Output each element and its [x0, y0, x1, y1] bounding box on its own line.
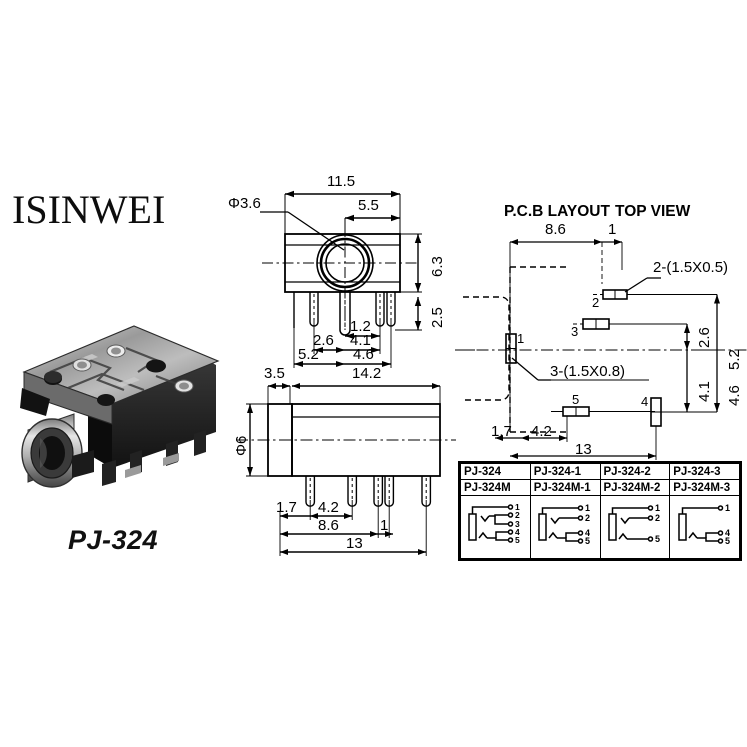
table-cell-model-0-1: PJ-324-1 — [529, 462, 601, 481]
dim-pcb-4-1: 4.1 — [696, 381, 713, 402]
dim-pcb-8-6: 8.6 — [545, 221, 566, 238]
front-view-drawing: 11.5 5.5 Φ3.6 6.3 2.5 1.2 2.6 4.1 5.2 4.… — [228, 174, 462, 370]
dim-side-span-8-6: 8.6 — [318, 517, 339, 534]
table-cell-model-1-1: PJ-324M-1 — [529, 479, 601, 497]
pad-number-2: 2 — [592, 295, 600, 310]
dim-front-hole-offset: 5.5 — [358, 197, 379, 214]
svg-text:3: 3 — [515, 519, 520, 529]
table-row-schematics: 1 2 3 4 5 — [460, 495, 740, 559]
table-cell-model-1-3: PJ-324M-3 — [669, 479, 740, 497]
pad-number-1: 1 — [517, 331, 525, 346]
dim-side-barrel-diameter: Φ6 — [233, 435, 250, 456]
svg-text:5: 5 — [515, 535, 520, 545]
dim-side-barrel-length: 3.5 — [264, 365, 285, 382]
dim-pcb-13: 13 — [575, 441, 592, 458]
pad-number-5: 5 — [572, 392, 580, 407]
table-cell-model-0-3: PJ-324-3 — [669, 462, 740, 481]
top-view-title: TOP VIEW — [615, 203, 691, 220]
svg-text:1: 1 — [585, 503, 590, 513]
product-photo — [6, 248, 228, 500]
svg-text:5: 5 — [585, 536, 590, 546]
dim-front-overall-width: 11.5 — [327, 173, 356, 190]
pcb-layout-title: P.C.B LAYOUT — [504, 203, 610, 220]
svg-text:2: 2 — [655, 513, 660, 523]
table-cell-model-1-2: PJ-324M-2 — [599, 479, 671, 497]
dim-pcb-2-6: 2.6 — [696, 327, 713, 348]
svg-text:4: 4 — [725, 528, 730, 538]
schematic-cell-pj324-3: 1 4 5 — [669, 495, 740, 559]
side-view-drawing: 3.5 14.2 Φ6 1.7 4.2 8.6 1 13 — [222, 366, 462, 562]
schematic-cell-pj324: 1 2 3 4 5 — [460, 495, 531, 559]
dim-side-pin-offset: 1.7 — [276, 499, 297, 516]
dim-pcb-1: 1 — [608, 221, 617, 238]
part-number-label: PJ-324 — [68, 525, 159, 555]
svg-text:2: 2 — [585, 513, 590, 523]
svg-text:5: 5 — [655, 534, 660, 544]
brand-logo-text: ISINWEI — [12, 187, 166, 232]
table-cell-model-1-0: PJ-324M — [460, 479, 531, 497]
dim-front-pin-2-6: 2.6 — [313, 332, 334, 349]
schematic-cell-pj324-2: 1 2 5 — [599, 495, 671, 559]
callout-pad-2: 2-(1.5X0.5) — [653, 259, 729, 276]
pcb-layout-drawing: 8.6 1 2-(1.5X0.5) 3-(1.5X0.8) 5.2 2.6 4.… — [455, 222, 747, 462]
table-row-model-row2: PJ-324M PJ-324M-1 PJ-324M-2 PJ-324M-3 — [460, 479, 740, 497]
dim-front-pin-5-2: 5.2 — [298, 346, 319, 363]
dim-pcb-1-7: 1.7 — [491, 423, 512, 440]
dim-front-body-height: 6.3 — [429, 256, 446, 277]
dim-front-pin-gap-1-2: 1.2 — [350, 318, 371, 335]
dim-front-pin-4-1: 4.1 — [350, 332, 371, 349]
svg-text:1: 1 — [515, 502, 520, 512]
svg-text:4: 4 — [515, 527, 520, 537]
pad-number-4: 4 — [641, 394, 649, 409]
dim-pcb-4-2: 4.2 — [531, 423, 552, 440]
callout-pad-3: 3-(1.5X0.8) — [550, 363, 626, 380]
svg-text:5: 5 — [725, 536, 730, 546]
table-cell-model-0-0: PJ-324 — [460, 462, 531, 481]
dim-side-pin-pitch: 4.2 — [318, 499, 339, 516]
dim-front-pin-4-6: 4.6 — [353, 346, 374, 363]
table-row-model-row1: PJ-324 PJ-324-1 PJ-324-2 PJ-324-3 — [460, 462, 740, 481]
svg-text:1: 1 — [655, 503, 660, 513]
table-cell-model-0-2: PJ-324-2 — [599, 462, 671, 481]
variant-table: PJ-324 PJ-324-1 PJ-324-2 PJ-324-3 PJ-324… — [458, 461, 742, 561]
svg-text:4: 4 — [585, 528, 590, 538]
dim-side-overall-13: 13 — [346, 535, 363, 552]
dim-pcb-4-6: 4.6 — [726, 385, 743, 406]
schematic-cell-pj324-1: 1 2 4 5 — [529, 495, 601, 559]
pad-number-3: 3 — [571, 324, 579, 339]
dim-side-body-length: 14.2 — [352, 365, 382, 382]
dim-pcb-5-2: 5.2 — [726, 349, 743, 370]
svg-text:2: 2 — [515, 510, 520, 520]
dim-front-hole-diameter: Φ3.6 — [228, 195, 261, 212]
dim-side-span-1: 1 — [380, 517, 389, 534]
dim-front-pin-length: 2.5 — [429, 307, 446, 328]
svg-text:1: 1 — [725, 503, 730, 513]
